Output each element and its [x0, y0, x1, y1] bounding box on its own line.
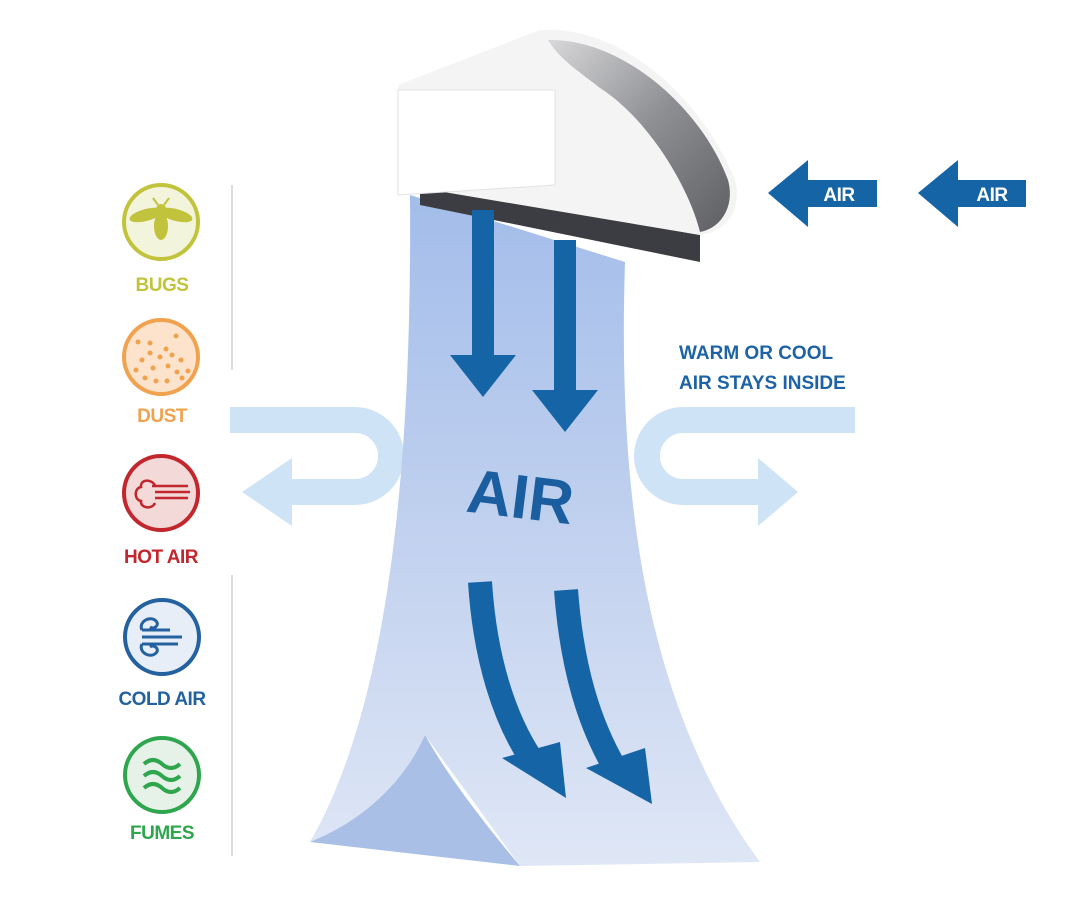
hot-air-item: HOT AIR — [122, 454, 200, 568]
dust-item: DUST — [122, 318, 200, 427]
svg-text:BUGS: BUGS — [136, 275, 189, 296]
svg-text:AIR: AIR — [823, 185, 855, 206]
cold-air-item: COLD AIR — [118, 598, 207, 710]
bugs-item: BUGS — [122, 183, 200, 296]
svg-text:AIR: AIR — [976, 185, 1008, 206]
air-curtain-stream — [310, 195, 760, 866]
curtain-air-label: AIR — [463, 457, 577, 538]
intake-arrow-2: AIR — [918, 160, 1026, 227]
curved-airflow-arrows — [468, 581, 652, 804]
svg-text:DUST: DUST — [137, 406, 188, 427]
deflected-arrowhead-left — [242, 458, 292, 526]
air-curtain-unit — [397, 29, 737, 262]
deflected-air-arrow-left — [230, 407, 404, 505]
intake-arrow-1: AIR — [768, 160, 877, 227]
deflected-arrowhead-right — [758, 458, 798, 526]
down-arrow-1 — [472, 210, 494, 360]
curved-arrow-2 — [554, 589, 626, 775]
svg-text:HOT AIR: HOT AIR — [124, 547, 199, 568]
inside-note-line-2: AIR STAYS INSIDE — [679, 373, 846, 394]
airflow-arrows — [450, 210, 598, 432]
curved-arrowhead-1 — [502, 742, 566, 798]
down-arrowhead-1 — [450, 355, 516, 397]
down-arrowhead-2 — [532, 390, 598, 432]
curved-arrowhead-2 — [586, 748, 652, 804]
air-curtain-fold — [310, 735, 520, 866]
down-arrow-2 — [554, 240, 576, 395]
deflected-air-arrow-right — [634, 407, 855, 505]
curved-arrow-1 — [468, 581, 543, 767]
svg-text:FUMES: FUMES — [130, 823, 194, 844]
svg-text:COLD AIR: COLD AIR — [118, 689, 206, 710]
inside-note-line-1: WARM OR COOL — [679, 343, 833, 364]
fumes-item: FUMES — [123, 736, 201, 844]
